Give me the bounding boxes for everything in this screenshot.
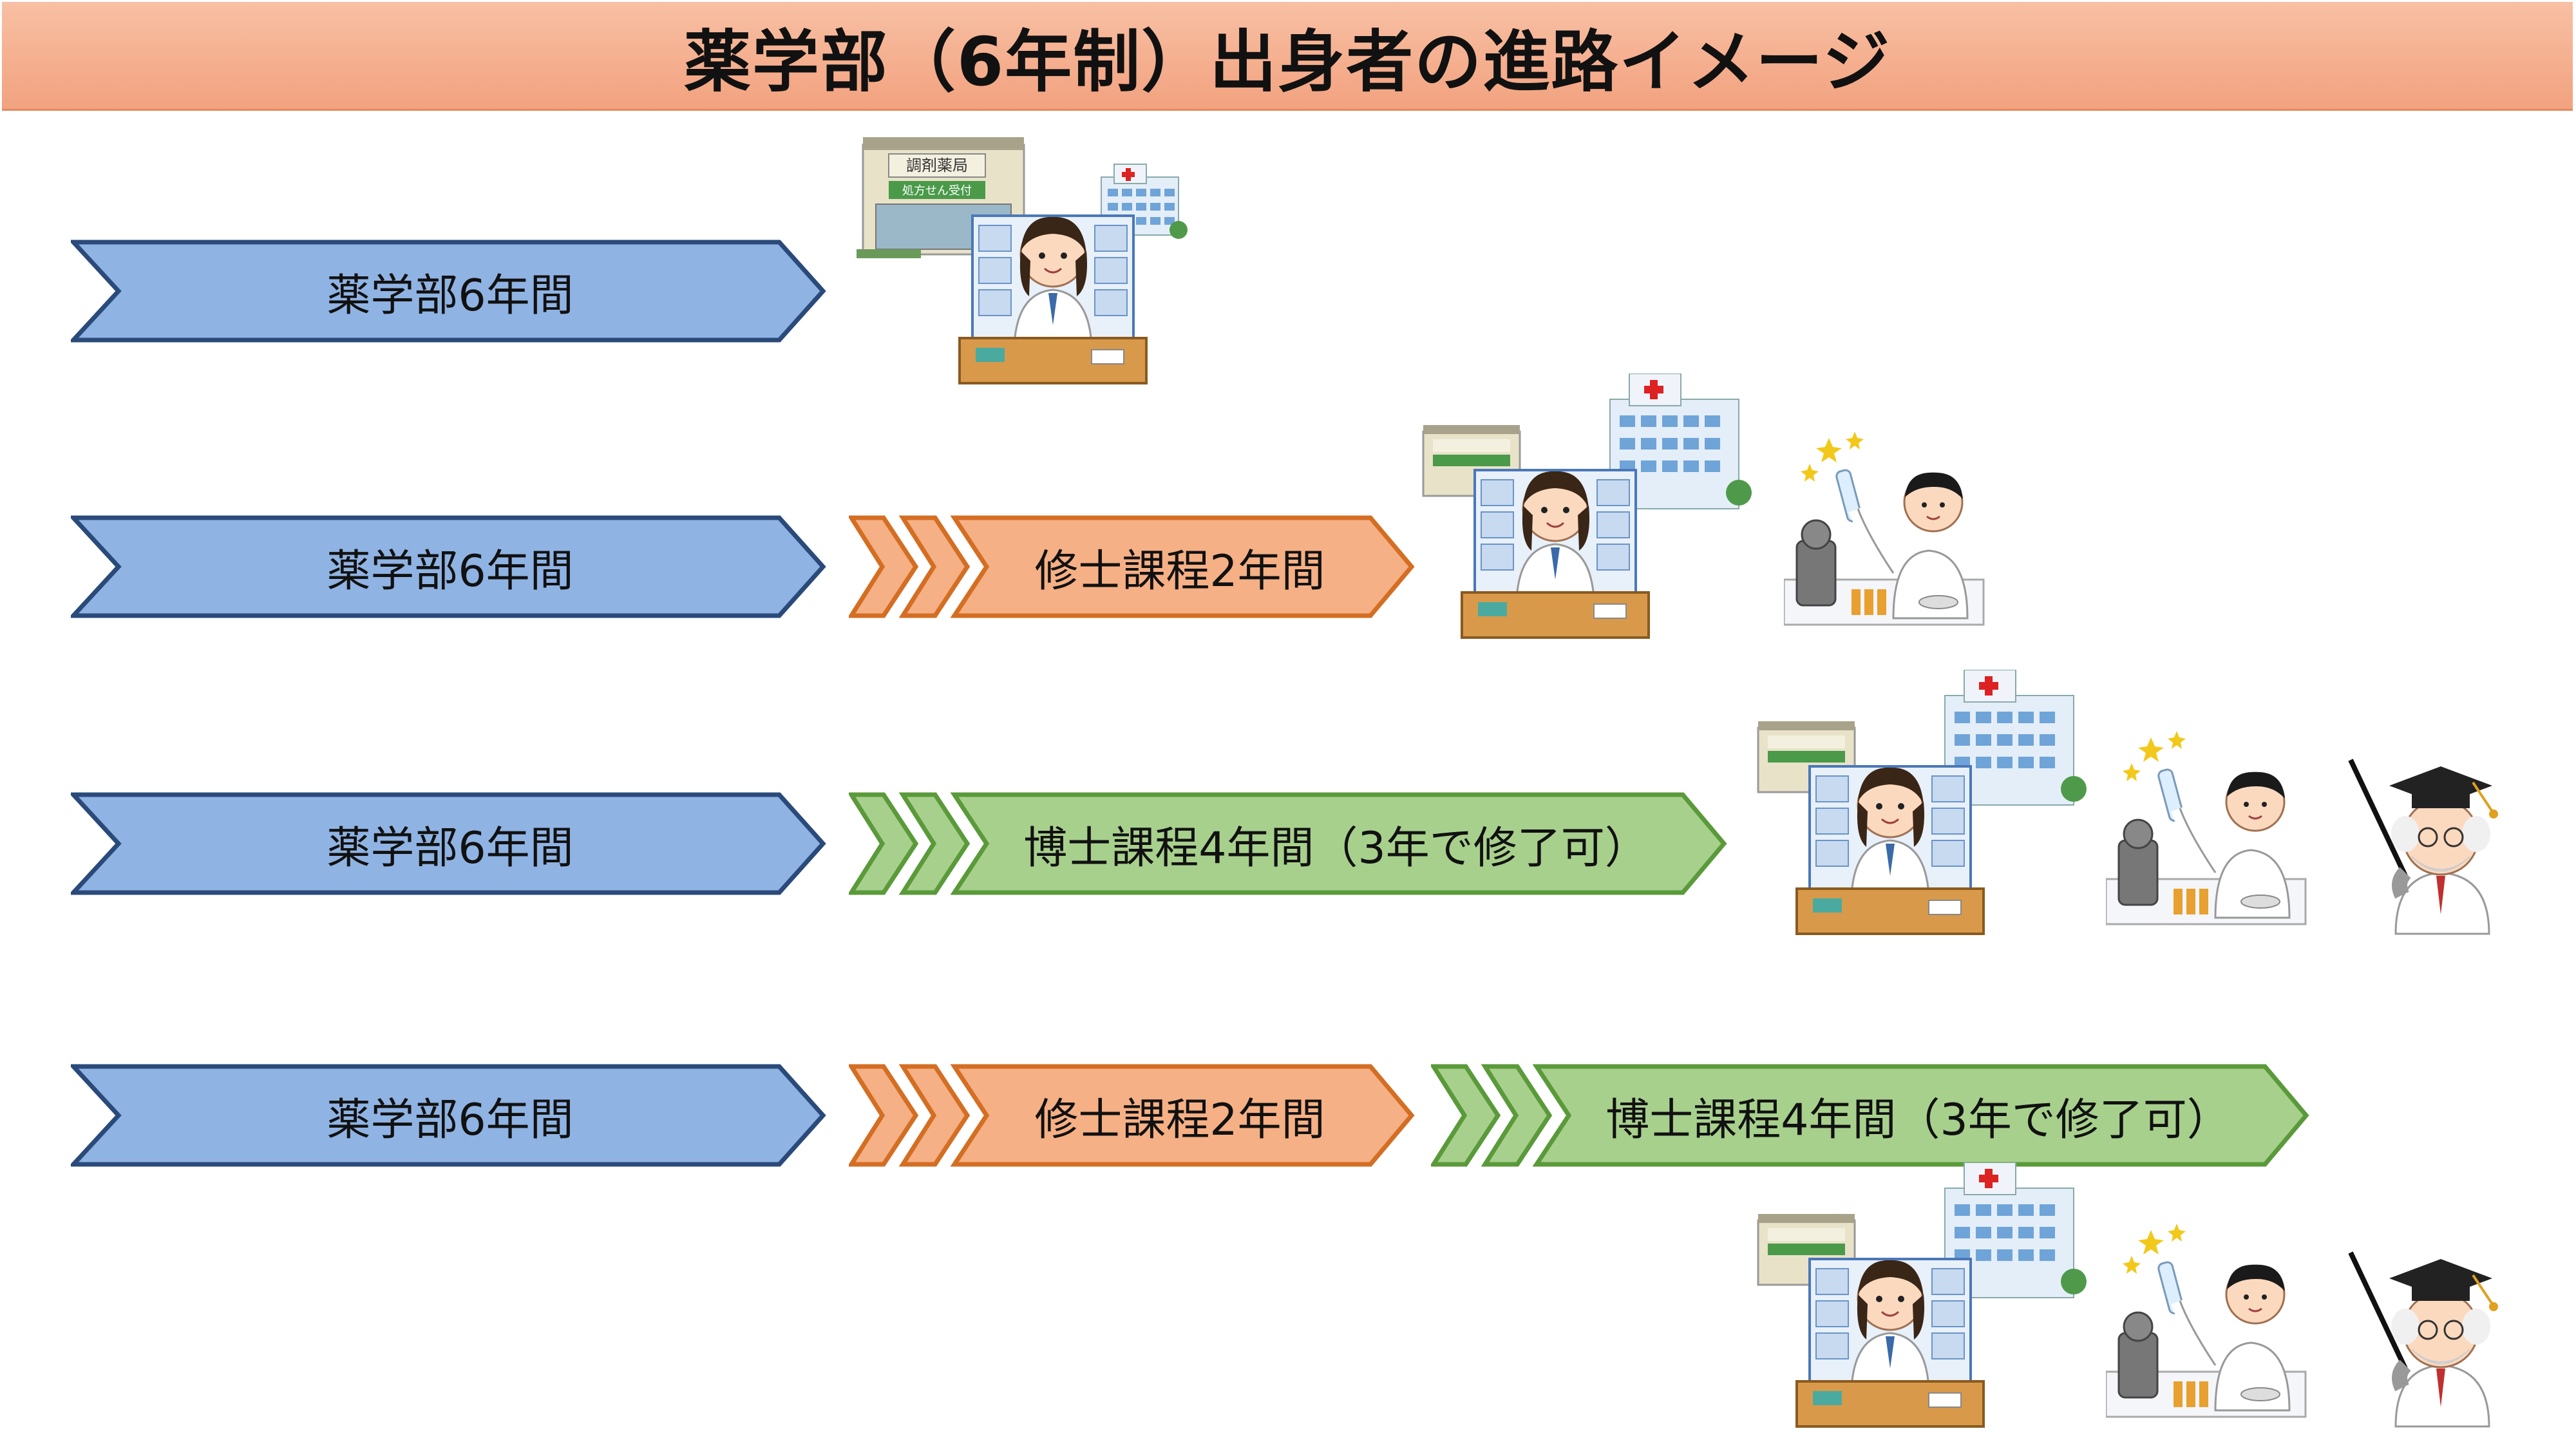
pharmacist-icon: 調剤薬局 処方せん受付 [857,132,1191,390]
professor-icon [2344,1240,2518,1433]
doctor-label: 博士課程4年間（3年で修了可） [1023,822,1649,874]
page-title: 薬学部（6年制）出身者の進路イメージ [683,22,1891,101]
pharmacist-icon [1752,1162,2087,1433]
undergrad-label: 薬学部6年間 [327,545,574,597]
researcher-icon [2106,724,2312,937]
undergrad-label: 薬学部6年間 [327,822,574,874]
pharmacist-icon [1752,670,2087,940]
undergrad-arrow: 薬学部6年間 [71,1064,828,1167]
career-path-row-1: 薬学部6年間 [0,240,2576,343]
researcher-icon [1784,425,1990,638]
career-path-row-2: 薬学部6年間 修士課程2年間 [0,515,2576,618]
title-banner: 薬学部（6年制）出身者の進路イメージ [2,2,2573,111]
doctor-label: 博士課程4年間（3年で修了可） [1605,1094,2231,1146]
master-arrow: 修士課程2年間 [849,515,1416,618]
researcher-icon [2106,1217,2312,1430]
professor-icon [2344,747,2518,940]
undergrad-arrow: 薬学部6年間 [71,515,828,618]
master-arrow: 修士課程2年間 [849,1064,1416,1167]
undergrad-arrow: 薬学部6年間 [71,240,828,343]
prescription-sign: 処方せん受付 [902,184,972,198]
pharmacist-icon [1417,374,1752,644]
undergrad-label: 薬学部6年間 [327,270,574,321]
master-label: 修士課程2年間 [1034,1094,1325,1146]
doctor-arrow: 博士課程4年間（3年で修了可） [849,792,1728,895]
pharmacy-sign: 調剤薬局 [906,156,968,175]
master-label: 修士課程2年間 [1034,545,1325,597]
career-path-row-3: 薬学部6年間 博士課程4年間（3年で修了可） [0,792,2576,895]
career-path-row-4: 薬学部6年間 修士課程2年間 博士課程4年間（3年で修了可） [0,1064,2576,1167]
doctor-arrow: 博士課程4年間（3年で修了可） [1431,1064,2310,1167]
undergrad-label: 薬学部6年間 [327,1094,574,1146]
undergrad-arrow: 薬学部6年間 [71,792,828,895]
